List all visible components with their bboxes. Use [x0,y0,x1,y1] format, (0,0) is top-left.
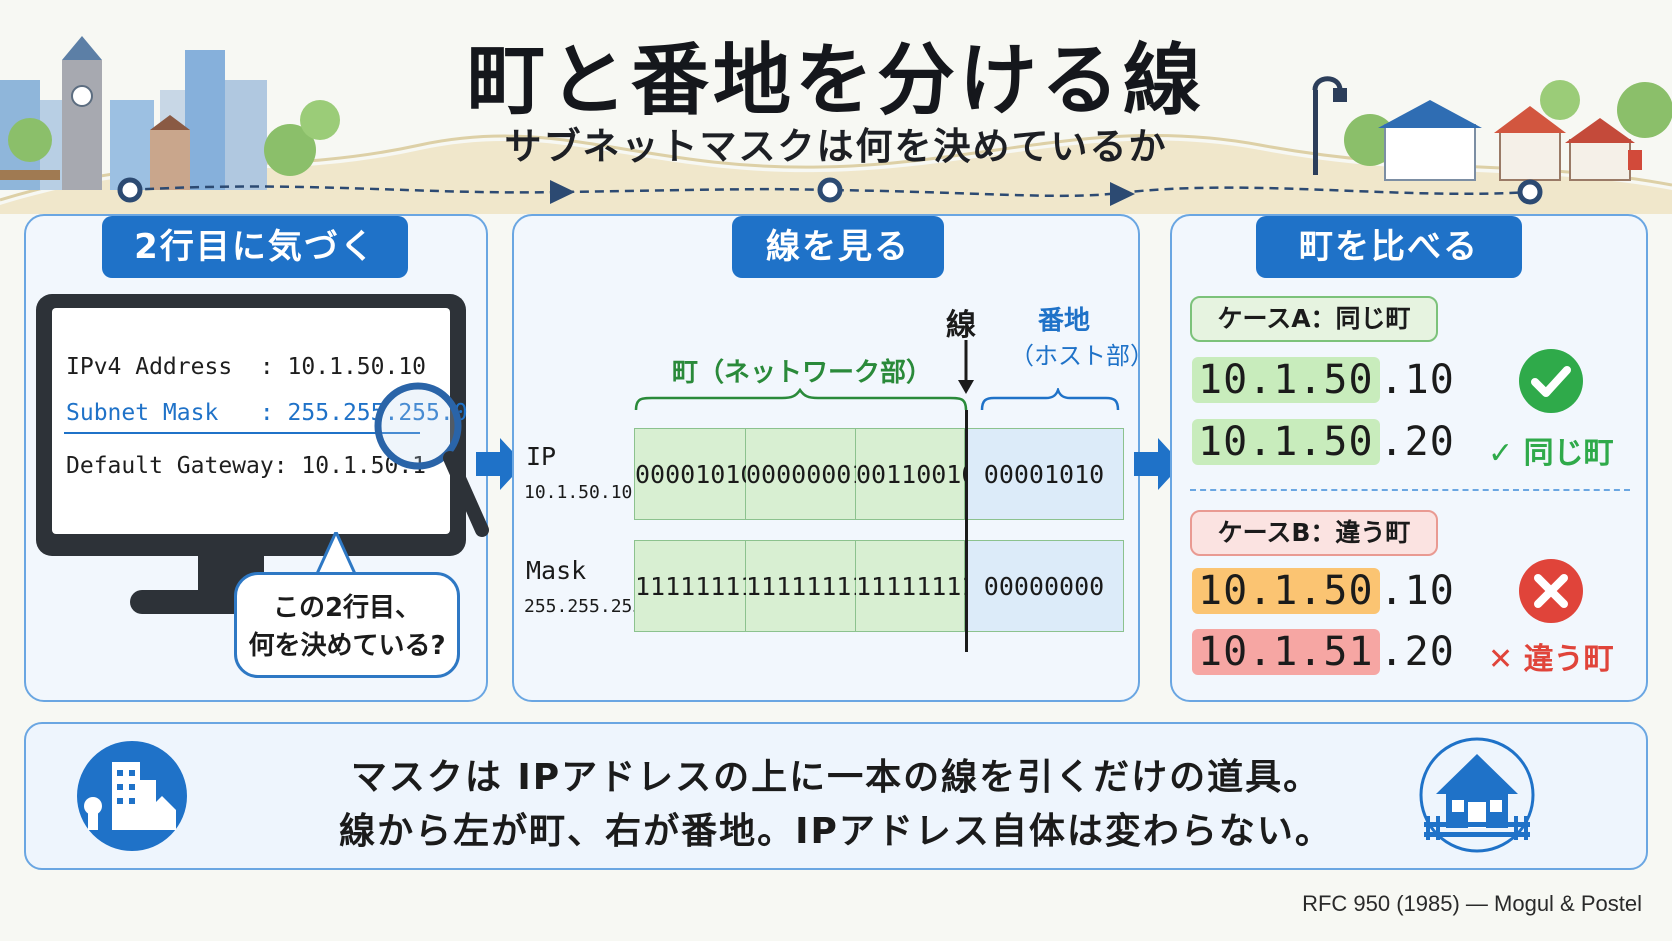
panel2-heading: 線を見る [732,216,944,278]
ip-octet-1: 00001010 [635,429,755,519]
dividing-line [965,410,968,652]
ip-row-sub: 10.1.50.10 [524,482,633,503]
host-label: 番地 [1038,306,1091,336]
ip-octet-3: 00110010 [856,429,976,519]
house-icon [1419,737,1535,853]
case-a-line-2-host: .20 [1379,419,1455,465]
case-a-line-1-host: .10 [1379,357,1455,403]
case-b-line-1-host: .10 [1379,568,1455,614]
ip-bit-row: 00001010 00000001 00110010 00001010 [634,428,1124,520]
case-a-line-2: 10.1.50.20 [1192,416,1455,468]
houses-icon [1344,80,1672,181]
banner-line-2: 線から左が町、右が番地。IPアドレス自体は変わらない。 [339,811,1333,852]
mask-row-sub: 255.255.255.0 [524,596,665,617]
mask-octet-2: 11111111 [746,541,866,631]
case-b-result: ✕ 違う町 [1488,642,1614,677]
section-braces [634,388,1120,411]
down-arrow-icon [958,340,974,394]
mask-octet-3: 11111111 [856,541,976,631]
monitor-screen [52,308,450,534]
case-b-line-1: 10.1.50.10 [1192,565,1455,617]
case-a-line-1: 10.1.50.10 [1192,354,1455,406]
buildings-icon [77,741,187,851]
case-a-line-2-net: 10.1.50 [1192,419,1380,465]
host-label-sub: （ホスト部） [1010,342,1154,370]
page-title: 町と番地を分ける線 [466,36,1205,126]
page-subtitle: サブネットマスクは何を決めているか [504,125,1168,168]
mask-octet-4: 00000000 [965,541,1123,631]
line-label: 線 [946,308,976,343]
bubble-line-1: この2行目、 [272,593,422,623]
network-label: 町（ネットワーク部） [672,358,933,388]
panel1-heading: 2行目に気づく [102,216,408,278]
bubble-line-2: 何を決めている? [248,631,446,661]
street-lamp-icon [1312,76,1347,175]
config-default-gateway: Default Gateway: 10.1.50.1 [66,453,427,479]
case-divider [1190,489,1630,491]
banner-line-1: マスクは IPアドレスの上に一本の線を引くだけの道具。 [350,757,1322,798]
case-a-result: ✓ 同じ町 [1488,436,1614,471]
city-skyline-icon [0,36,340,190]
cross-circle-icon [1519,559,1583,623]
ip-row-label: IP [526,442,557,471]
case-b-title: ケースB：違う町 [1190,510,1438,556]
mask-bit-row: 11111111 11111111 11111111 00000000 [634,540,1124,632]
check-circle-icon [1519,349,1583,413]
mask-row-label: Mask [526,556,587,585]
summary-banner [24,722,1648,870]
ip-octet-4: 00001010 [965,429,1123,519]
case-b-line-2-host: .20 [1379,629,1455,675]
subnet-mask-underline [64,432,420,434]
mask-octet-1: 11111111 [635,541,755,631]
case-b-line-2: 10.1.51.20 [1192,626,1455,678]
config-ipv4-address: IPv4 Address : 10.1.50.10 [66,354,427,380]
magnifier-icon [374,382,489,537]
case-b-line-2-net: 10.1.51 [1192,629,1380,675]
ip-octet-2: 00000001 [746,429,866,519]
panel3-heading: 町を比べる [1256,216,1522,278]
speech-bubble: この2行目、 何を決めている? [234,572,460,678]
case-a-title: ケースA：同じ町 [1190,296,1438,342]
credit-text: RFC 950 (1985) — Mogul & Postel [1302,891,1642,916]
case-a-line-1-net: 10.1.50 [1192,357,1380,403]
case-b-line-1-net: 10.1.50 [1192,568,1380,614]
